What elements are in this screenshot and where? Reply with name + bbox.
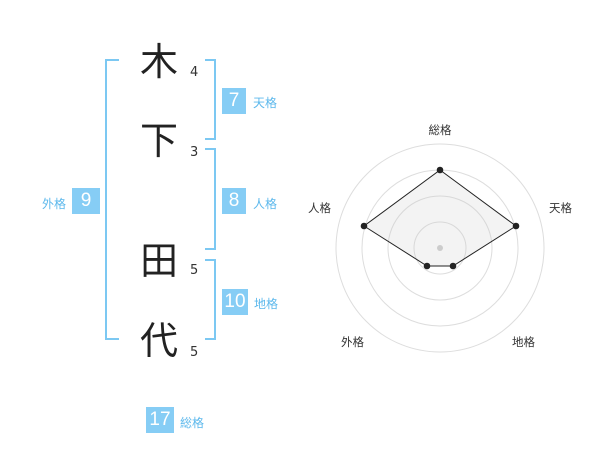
tenkaku-label: 天格 [253, 96, 278, 110]
jinkaku-label: 人格 [253, 197, 278, 211]
gaikaku-value: 9 [72, 188, 100, 214]
stroke-count-3: 5 [190, 263, 199, 278]
radar-outline [363, 169, 517, 267]
stroke-count-2: 3 [190, 145, 199, 160]
radar-label-gaikaku: 外格 [341, 335, 364, 349]
radar-ring-2 [387, 195, 493, 301]
radar-point-gaikaku [423, 262, 431, 270]
name-char-4: 代 [139, 319, 178, 363]
name-char-2: 下 [139, 119, 178, 163]
gaikaku-bracket [105, 59, 119, 340]
tenkaku-value: 7 [222, 88, 246, 114]
radar-fill-area [364, 170, 516, 266]
name-char-1: 木 [139, 40, 178, 84]
radar-label-soukaku: 総格 [429, 123, 452, 137]
chikaku-bracket [205, 259, 216, 340]
gaikaku-label: 外格 [42, 197, 67, 211]
jinkaku-bracket [205, 148, 216, 250]
stroke-count-1: 4 [190, 65, 199, 80]
radar-ring-4 [335, 143, 545, 353]
radar-point-tenkaku [512, 222, 520, 230]
radar-center-dot [437, 245, 443, 251]
jinkaku-value: 8 [222, 188, 246, 214]
radar-ring-1 [413, 221, 467, 275]
chikaku-value: 10 [222, 289, 248, 315]
tenkaku-bracket [205, 59, 216, 140]
chikaku-label: 地格 [254, 297, 279, 311]
radar-point-jinkaku [360, 222, 368, 230]
radar-point-soukaku [436, 166, 444, 174]
name-char-3: 田 [139, 239, 178, 283]
soukaku-label: 総格 [180, 416, 205, 430]
radar-label-tenkaku: 天格 [549, 201, 572, 215]
radar-label-jinkaku: 人格 [308, 201, 331, 215]
soukaku-value: 17 [146, 407, 174, 433]
stroke-count-4: 5 [190, 345, 199, 360]
radar-label-chikaku: 地格 [512, 335, 535, 349]
radar-point-chikaku [449, 262, 457, 270]
